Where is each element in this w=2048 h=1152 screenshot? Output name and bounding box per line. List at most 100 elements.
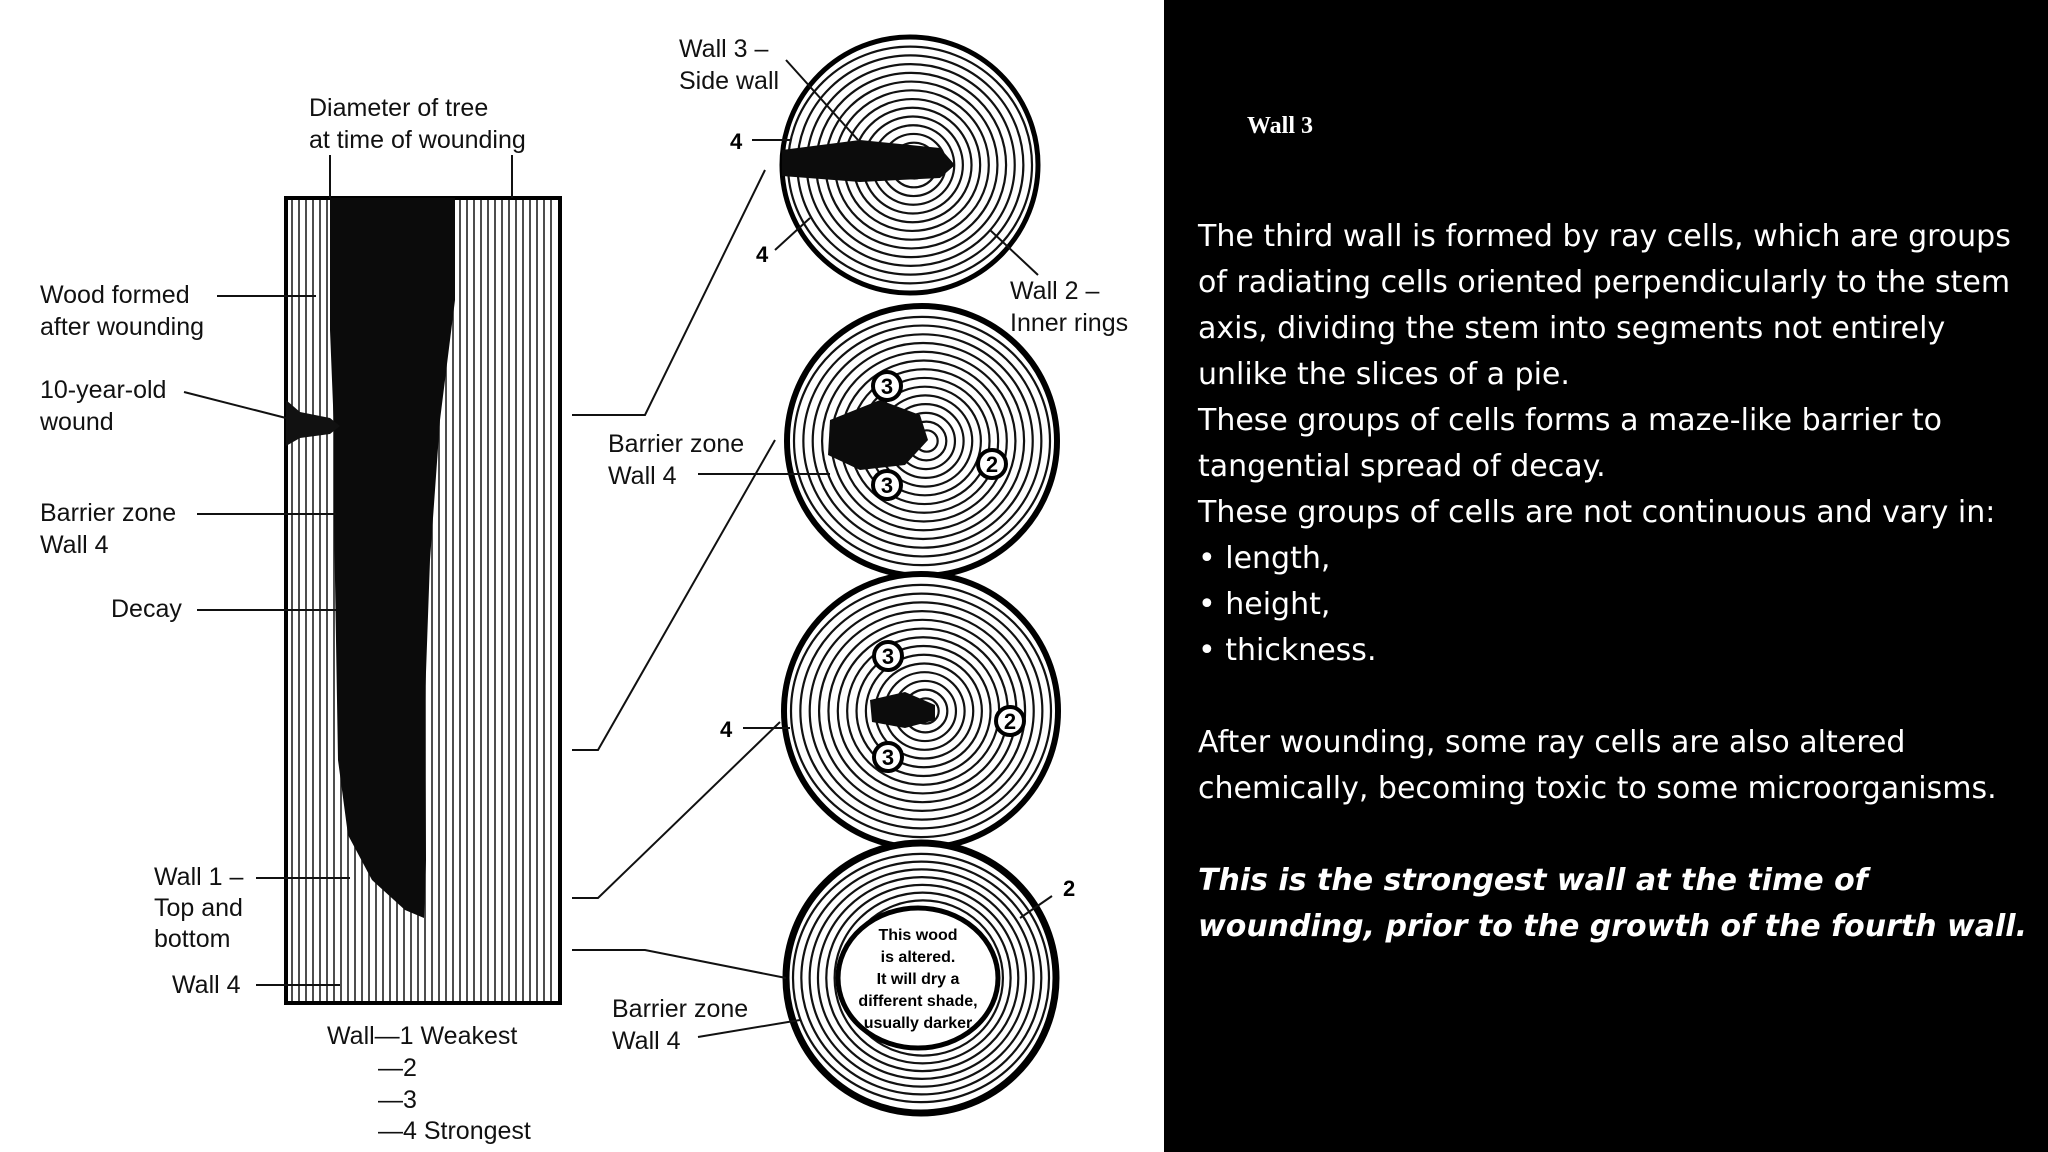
num-4-b: 4 (756, 242, 769, 267)
badge-3-b-label: 3 (881, 473, 893, 498)
badge-3-b (871, 469, 903, 501)
growth-ring (791, 852, 1051, 1104)
growth-ring (800, 860, 1043, 1096)
wound-label-line-2: wound (39, 408, 114, 436)
decay-column (330, 198, 455, 918)
barrier-bottom-line-1: Barrier zone (612, 995, 748, 1023)
legend-line-1: Wall—1 Weakest (327, 1022, 517, 1050)
badge-3-a-label: 3 (881, 374, 893, 399)
disc-4-altered-wood (835, 905, 1001, 1051)
growth-ring (808, 868, 1035, 1088)
wall2-line-1: Wall 2 – (1010, 277, 1099, 305)
disc-3-decay (870, 692, 935, 728)
growth-ring (789, 583, 1053, 839)
paragraph-toxic-cells: After wounding, some ray cells are also … (1198, 725, 1997, 806)
wound-label-line-1: 10-year-old (40, 376, 166, 404)
growth-ring (855, 644, 992, 778)
compartmentalization-diagram: 3 3 2 3 3 2 This wood is altered. It wil… (39, 34, 1128, 1145)
connector-disc-3 (572, 721, 781, 899)
badge-3-d (872, 741, 904, 773)
wall4-left-label: Wall 4 (172, 971, 241, 999)
paragraph-not-continuous: These groups of cells are not continuous… (1198, 495, 1996, 530)
diameter-label-line-1: Diameter of tree (309, 94, 488, 122)
text-panel: Wall 3 The third wall is formed by ray c… (1164, 0, 2048, 1152)
growth-ring (799, 592, 1044, 830)
inner-text-line-5: usually darker (864, 1015, 973, 1032)
paragraph-ray-cells: The third wall is formed by ray cells, w… (1198, 219, 2011, 392)
bullet-height: • height, (1198, 587, 1331, 622)
growth-ring (792, 315, 1052, 567)
growth-ring (808, 601, 1035, 821)
disc-2 (784, 303, 1060, 579)
connector-disc-4 (572, 949, 787, 979)
growth-ring (825, 883, 1020, 1073)
inner-text-line-4: different shade, (858, 993, 977, 1010)
disc-1 (779, 34, 1041, 296)
num-4-a: 4 (730, 129, 743, 154)
growth-ring (817, 609, 1027, 813)
bullet-length: • length, (1198, 541, 1331, 576)
disc-2-decay (828, 400, 928, 470)
barrier-left-line-2: Wall 4 (40, 531, 109, 559)
slide-heading: Wall 3 (1247, 113, 1314, 139)
wall3-leader (785, 59, 859, 141)
inner-text-line-3: It will dry a (877, 971, 960, 988)
legend-line-4: —4 Strongest (378, 1117, 531, 1145)
badge-2-a-label: 2 (986, 452, 998, 477)
bullet-thickness: • thickness. (1198, 633, 1377, 668)
growth-ring (816, 876, 1028, 1080)
badge-2-a (976, 448, 1008, 480)
badge-3-d-label: 3 (882, 745, 894, 770)
growth-ring (864, 653, 983, 769)
paragraph-maze-barrier: These groups of cells forms a maze-like … (1198, 403, 1942, 484)
spacer (1198, 812, 2033, 858)
num-2-bottom: 2 (1063, 876, 1075, 901)
legend-line-3: —3 (378, 1086, 417, 1114)
wall3-line-1: Wall 3 – (679, 35, 768, 63)
num-4-c: 4 (720, 717, 733, 742)
growth-ring (833, 891, 1012, 1065)
legend-line-2: —2 (378, 1054, 417, 1082)
wall1-line-2: Top and (154, 894, 243, 922)
barrier-bottom-line-2: Wall 4 (612, 1027, 681, 1055)
growth-ring (811, 333, 1034, 549)
growth-ring (802, 324, 1043, 558)
disc-4 (782, 839, 1060, 1117)
wall2-leader (989, 229, 1039, 276)
wall2-line-2: Inner rings (1010, 309, 1128, 337)
num2-bottom-leader (1019, 895, 1053, 919)
trunk-section (284, 196, 562, 1005)
leader-lines (183, 59, 1053, 1038)
connector-disc-1 (572, 169, 766, 416)
spacer (1198, 674, 2033, 720)
growth-ring (820, 341, 1026, 541)
wall1-line-1: Wall 1 – (154, 863, 243, 891)
diagram-labels: Diameter of tree at time of wounding Woo… (39, 35, 1128, 1145)
diagram-panel: 3 3 2 3 3 2 This wood is altered. It wil… (0, 0, 1164, 1152)
badge-2-b-label: 2 (1004, 709, 1016, 734)
disc-2-rings (792, 315, 1052, 567)
barrier-mid-line-2: Wall 4 (608, 462, 677, 490)
emphasis-strongest-wall: This is the strongest wall at the time o… (1198, 863, 2027, 944)
decay-label: Decay (111, 595, 182, 623)
inner-text-line-2: is altered. (881, 949, 956, 966)
badge-3-c-label: 3 (882, 644, 894, 669)
inner-text-line-1: This wood (878, 927, 957, 944)
disc-3-rings (789, 583, 1053, 839)
wall1-line-3: bottom (154, 925, 230, 953)
wall3-line-2: Side wall (679, 67, 779, 95)
badge-3-a (871, 370, 903, 402)
barrier-bottom-leader (697, 1019, 801, 1038)
diameter-label-line-2: at time of wounding (309, 126, 526, 154)
disc-3 (781, 571, 1061, 851)
body-text: The third wall is formed by ray cells, w… (1198, 214, 2033, 950)
barrier-mid-line-1: Barrier zone (608, 430, 744, 458)
wood-formed-line-2: after wounding (40, 313, 204, 341)
disc-1-side-wall-decay (782, 140, 955, 182)
connector-disc-2 (572, 439, 776, 751)
badge-2-b (994, 705, 1026, 737)
num4b-leader (774, 217, 811, 251)
wall-badges: 3 3 2 3 3 2 (871, 370, 1026, 773)
wood-formed-line-1: Wood formed (40, 281, 190, 309)
badge-3-c (872, 640, 904, 672)
